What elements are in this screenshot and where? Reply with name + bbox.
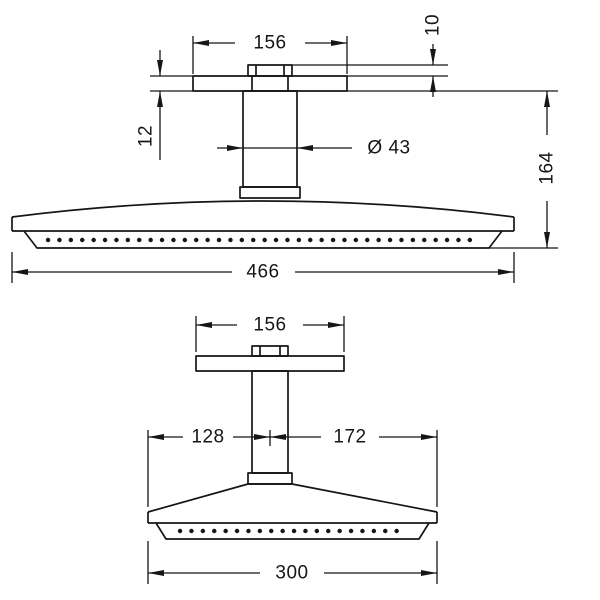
dim-label-right-span: 172 — [333, 427, 366, 448]
top-view: 156 10 12 Ø 43 164 — [11, 14, 558, 283]
mounting-pipe — [239, 90, 301, 199]
dim-offsets: 128 172 — [147, 427, 438, 507]
dim-label: 156 — [253, 33, 286, 54]
shower-head — [11, 200, 515, 249]
dim-head-width-bottom: 300 — [147, 541, 438, 584]
mounting-pipe — [247, 370, 293, 485]
dim-label: 12 — [136, 125, 157, 147]
dim-head-width-top: 466 — [11, 252, 515, 283]
ceiling-plate — [195, 345, 345, 372]
dim-label: Ø 43 — [367, 138, 410, 159]
dim-label: 300 — [275, 563, 308, 584]
dim-total-height: 164 — [347, 90, 558, 249]
ceiling-plate — [192, 64, 348, 92]
dim-label-left-span: 128 — [191, 427, 224, 448]
dim-pipe-diameter: Ø 43 — [217, 138, 410, 159]
dim-plate-width-top: 156 — [192, 33, 348, 74]
dim-plate-width-bottom: 156 — [195, 315, 345, 352]
dim-plate-thickness: 12 — [136, 50, 193, 160]
dim-label: 466 — [246, 262, 279, 283]
dim-label: 156 — [253, 315, 286, 336]
shower-head — [147, 483, 438, 540]
dim-ceiling-gap: 10 — [292, 14, 448, 97]
bottom-view: 156 128 172 300 — [147, 315, 438, 584]
dim-label: 10 — [423, 14, 444, 36]
dim-label: 164 — [537, 151, 558, 184]
